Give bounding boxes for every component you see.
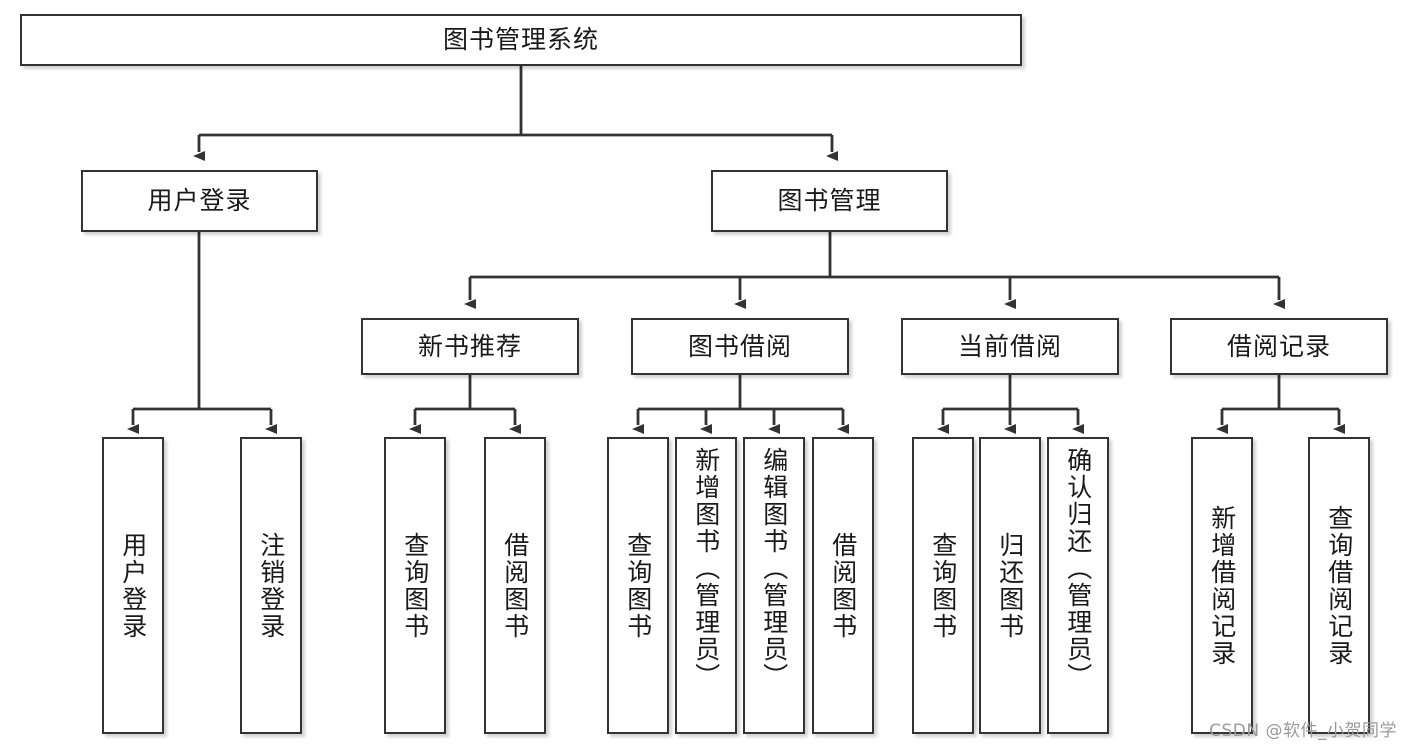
node-leaf-borrow-book-1-label: 借阅图书 (500, 531, 530, 640)
node-leaf-edit-book[interactable]: 编辑图书（管理员） (743, 437, 805, 734)
csdn-watermark: CSDN @软件_小贺同学 (1209, 721, 1397, 741)
node-leaf-user-logout-label: 注销登录 (256, 531, 286, 640)
node-new-book-rec[interactable]: 新书推荐 (361, 318, 579, 375)
node-leaf-return-book-label: 归还图书 (995, 531, 1025, 640)
node-leaf-add-book[interactable]: 新增图书（管理员） (675, 437, 737, 734)
node-leaf-return-book[interactable]: 归还图书 (979, 437, 1041, 734)
node-leaf-user-logout[interactable]: 注销登录 (240, 437, 302, 734)
node-leaf-query-book-3[interactable]: 查询图书 (912, 437, 974, 734)
connector-borrowrecord-to-leaves (1216, 375, 1345, 434)
node-leaf-query-record[interactable]: 查询借阅记录 (1308, 437, 1370, 734)
node-leaf-add-record[interactable]: 新增借阅记录 (1191, 437, 1253, 734)
connector-currentborrow-to-leaves (937, 375, 1084, 434)
connector-bookmanage-to-level2 (464, 232, 1285, 309)
node-leaf-borrow-book-1[interactable]: 借阅图书 (484, 437, 546, 734)
node-leaf-query-book-2[interactable]: 查询图书 (607, 437, 669, 734)
node-leaf-confirm-return-label: 确认归还（管理员） (1063, 447, 1093, 690)
node-book-manage-label: 图书管理 (777, 186, 882, 216)
node-root-label: 图书管理系统 (442, 25, 599, 55)
node-book-borrow[interactable]: 图书借阅 (631, 318, 849, 375)
node-leaf-edit-book-label: 编辑图书（管理员） (759, 447, 789, 690)
node-book-manage[interactable]: 图书管理 (711, 170, 948, 232)
node-current-borrow-label: 当前借阅 (957, 331, 1062, 361)
connector-root-to-level1 (193, 66, 838, 161)
node-leaf-user-login-label: 用户登录 (118, 531, 148, 640)
node-leaf-add-record-label: 新增借阅记录 (1207, 504, 1237, 667)
node-leaf-query-book-1-label: 查询图书 (400, 531, 430, 640)
connector-userlogin-to-leaves (127, 232, 277, 434)
node-leaf-confirm-return[interactable]: 确认归还（管理员） (1047, 437, 1109, 734)
node-leaf-query-book-1[interactable]: 查询图书 (384, 437, 446, 734)
connector-newbook-to-leaves (409, 375, 521, 434)
node-book-borrow-label: 图书借阅 (687, 331, 792, 361)
node-current-borrow[interactable]: 当前借阅 (901, 318, 1119, 375)
node-new-book-rec-label: 新书推荐 (417, 331, 522, 361)
node-leaf-borrow-book-2-label: 借阅图书 (828, 531, 858, 640)
node-leaf-query-book-2-label: 查询图书 (623, 531, 653, 640)
node-leaf-query-book-3-label: 查询图书 (928, 531, 958, 640)
node-leaf-add-book-label: 新增图书（管理员） (691, 447, 721, 690)
connector-bookborrow-to-leaves (632, 375, 849, 434)
node-root[interactable]: 图书管理系统 (20, 14, 1022, 66)
node-leaf-query-record-label: 查询借阅记录 (1324, 504, 1354, 667)
node-user-login-label: 用户登录 (147, 186, 252, 216)
node-leaf-user-login[interactable]: 用户登录 (102, 437, 164, 734)
node-borrow-record-label: 借阅记录 (1226, 331, 1331, 361)
node-leaf-borrow-book-2[interactable]: 借阅图书 (812, 437, 874, 734)
node-user-login[interactable]: 用户登录 (81, 170, 318, 232)
node-borrow-record[interactable]: 借阅记录 (1170, 318, 1388, 375)
